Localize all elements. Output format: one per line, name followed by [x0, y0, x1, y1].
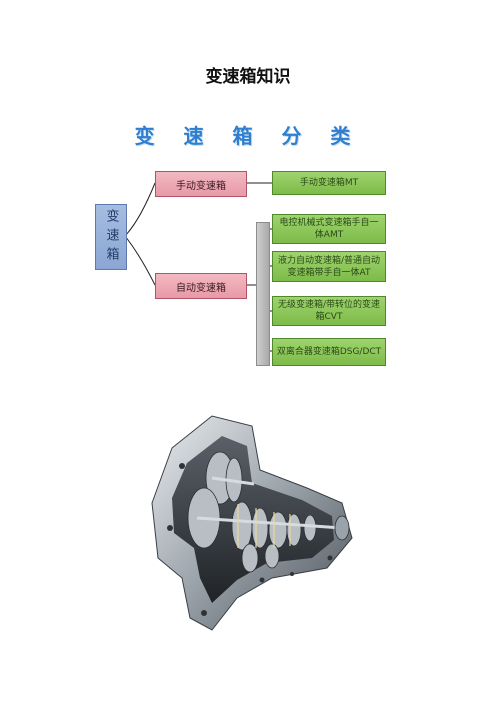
- automatic-bracket-bar: [256, 222, 270, 366]
- classification-diagram: 变 速 箱 分 类 变速箱 手动变速箱 自动变速箱 手动变速箱MT 电控机械式变…: [95, 124, 386, 366]
- leaf-mt: 手动变速箱MT: [272, 171, 386, 195]
- leaf-at: 液力自动变速箱/普通自动变速箱带手自一体AT: [272, 251, 386, 282]
- category-manual: 手动变速箱: [155, 171, 247, 197]
- root-node: 变速箱: [95, 204, 127, 270]
- transmission-cutaway-illustration: [151, 415, 353, 631]
- leaf-amt: 电控机械式变速箱手自一体AMT: [272, 214, 386, 244]
- leaf-cvt: 无级变速箱/带转位的变速箱CVT: [272, 296, 386, 326]
- diagram-connectors: [124, 182, 272, 352]
- leaf-dsg: 双离合器变速箱DSG/DCT: [272, 338, 386, 366]
- category-automatic: 自动变速箱: [155, 273, 247, 299]
- diagram-title: 变 速 箱 分 类: [134, 124, 362, 148]
- page-title: 变速箱知识: [205, 67, 291, 87]
